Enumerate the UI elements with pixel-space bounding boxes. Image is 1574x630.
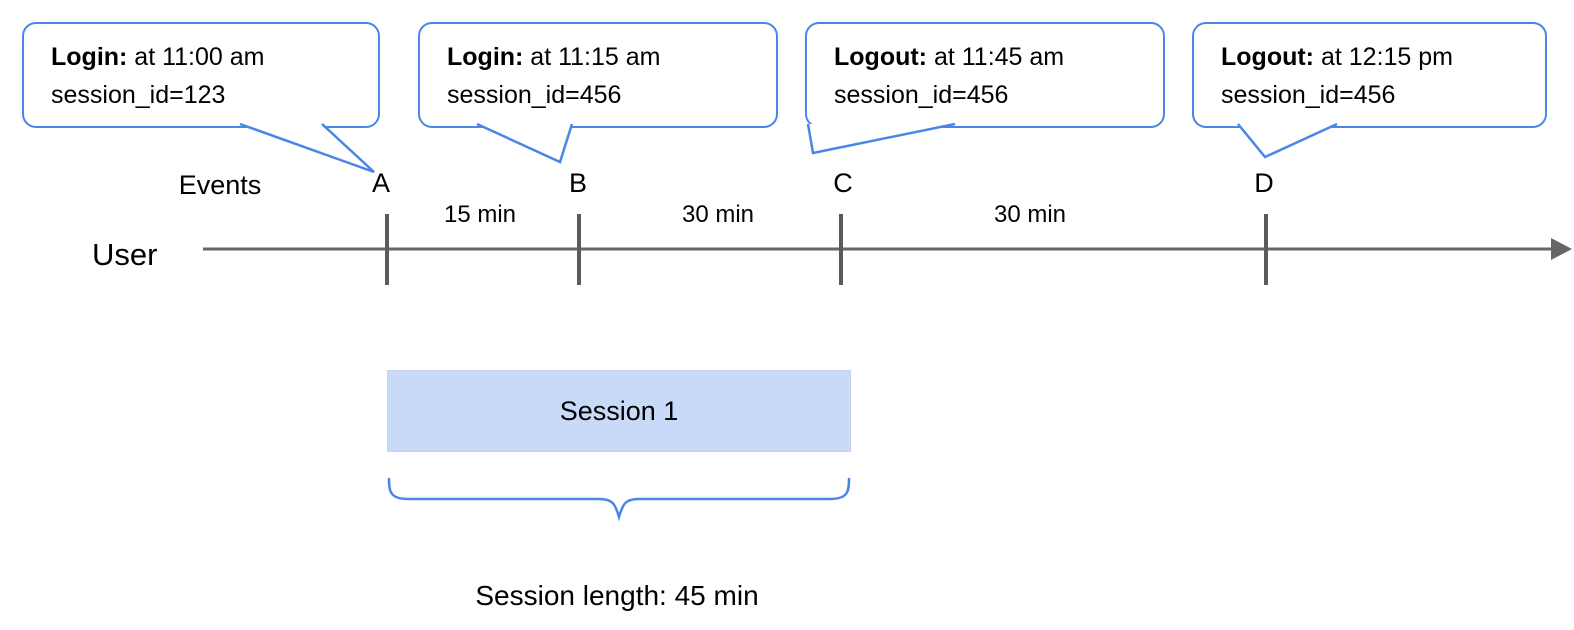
callout-session-id: session_id=456 xyxy=(834,81,1009,109)
callout-event-type: Login: xyxy=(51,43,128,71)
callout-event-time: at 11:45 am xyxy=(927,43,1065,71)
session-1-label: Session 1 xyxy=(559,395,679,426)
callout-tail-a xyxy=(239,122,375,174)
event-label-d: D xyxy=(1254,168,1274,198)
callout-event-time: at 11:15 am xyxy=(523,43,661,71)
callout-tail-d xyxy=(1237,122,1338,159)
callout-logout-d: Logout: at 12:15 pm session_id=456 xyxy=(1192,22,1547,128)
session-length-caption: Session length: 45 min xyxy=(475,580,759,611)
callout-tail-b xyxy=(476,122,574,164)
callout-line-event: Logout: at 11:45 am xyxy=(834,38,1155,76)
callout-login-a: Login: at 11:00 am session_id=123 xyxy=(22,22,380,128)
user-axis-title: User xyxy=(92,237,158,272)
callout-event-time: at 12:15 pm xyxy=(1314,43,1453,71)
interval-label-ab: 15 min xyxy=(443,201,517,228)
callout-line-event: Logout: at 12:15 pm xyxy=(1221,38,1537,76)
callout-session-id: session_id=456 xyxy=(447,81,622,109)
event-label-c: C xyxy=(833,168,853,198)
callout-session-id: session_id=456 xyxy=(1221,81,1396,109)
callout-event-type: Logout: xyxy=(1221,43,1315,71)
callout-line-event: Login: at 11:15 am xyxy=(447,38,768,76)
events-axis-title: Events xyxy=(178,170,262,200)
session-length-brace xyxy=(387,477,851,522)
callout-event-time: at 11:00 am xyxy=(127,43,265,71)
callout-event-type: Logout: xyxy=(834,43,928,71)
callout-event-type: Login: xyxy=(447,43,524,71)
interval-label-bc: 30 min xyxy=(681,201,755,228)
event-label-a: A xyxy=(371,168,391,198)
callout-tail-c xyxy=(806,122,956,155)
event-label-b: B xyxy=(568,168,588,198)
timeline-arrowhead-icon xyxy=(1551,238,1572,260)
callout-logout-c: Logout: at 11:45 am session_id=456 xyxy=(805,22,1165,128)
interval-label-cd: 30 min xyxy=(993,201,1067,228)
callout-login-b: Login: at 11:15 am session_id=456 xyxy=(418,22,778,128)
callout-session-id: session_id=123 xyxy=(51,81,226,109)
session-1-bar: Session 1 xyxy=(387,370,851,452)
callout-line-event: Login: at 11:00 am xyxy=(51,38,370,76)
